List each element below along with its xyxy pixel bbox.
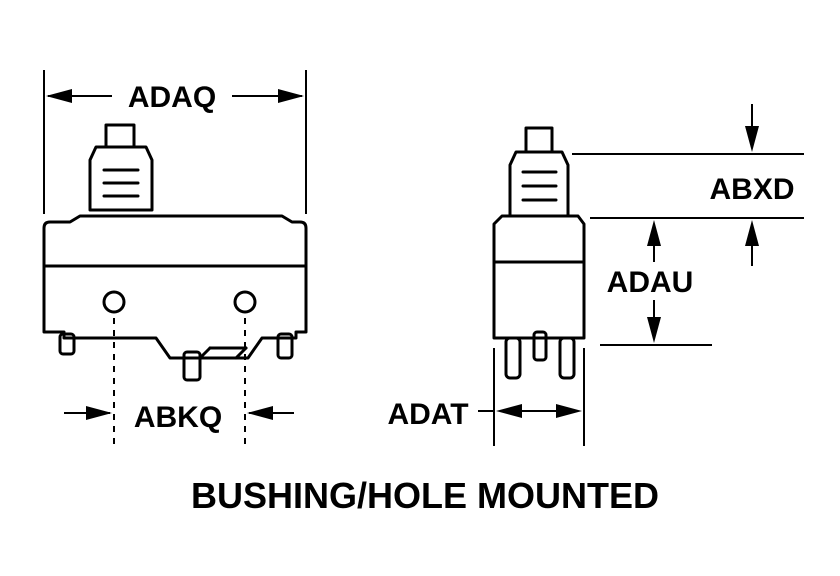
front-terminal-right [276, 332, 294, 360]
arrowhead [46, 89, 72, 103]
arrowhead [556, 404, 582, 418]
dimension-abkq: ABKQ [64, 318, 294, 450]
label-abxd: ABXD [709, 173, 794, 206]
label-adau: ADAU [607, 266, 694, 299]
arrowhead [647, 220, 661, 246]
mounting-hole-left [102, 290, 126, 314]
dimension-adat: ADAT [387, 348, 585, 446]
front-plunger-tip [104, 123, 136, 149]
label-abkq: ABKQ [134, 401, 222, 434]
side-bushing [508, 150, 570, 218]
label-adaq: ADAQ [128, 81, 216, 114]
side-cover [492, 214, 586, 264]
side-terminal-2 [532, 330, 548, 362]
arrowhead [86, 406, 112, 420]
arrowhead [745, 220, 759, 246]
front-bushing-threads [102, 168, 140, 198]
arrowhead [647, 317, 661, 343]
dimension-adau: ADAU [600, 220, 712, 346]
side-view [492, 126, 586, 380]
side-terminal-1 [504, 336, 522, 380]
mounting-hole-right [233, 290, 257, 314]
side-terminal-3 [558, 336, 576, 380]
arrowhead [247, 406, 273, 420]
front-body [42, 264, 308, 360]
front-bushing [88, 145, 154, 212]
dimension-abxd: ABXD [572, 104, 804, 266]
side-bushing-threads [521, 170, 558, 202]
arrowhead [278, 89, 304, 103]
dimension-adaq: ADAQ [43, 70, 307, 214]
arrowhead [745, 126, 759, 152]
front-terminal-left [58, 332, 76, 356]
side-body [492, 260, 586, 340]
side-plunger-tip [524, 126, 554, 154]
front-terminal-middle [182, 350, 202, 382]
label-adat: ADAT [387, 398, 468, 431]
drawing-title: BUSHING/HOLE MOUNTED [191, 475, 659, 516]
front-cover [42, 214, 308, 268]
front-view [42, 123, 308, 382]
arrowhead [496, 404, 522, 418]
